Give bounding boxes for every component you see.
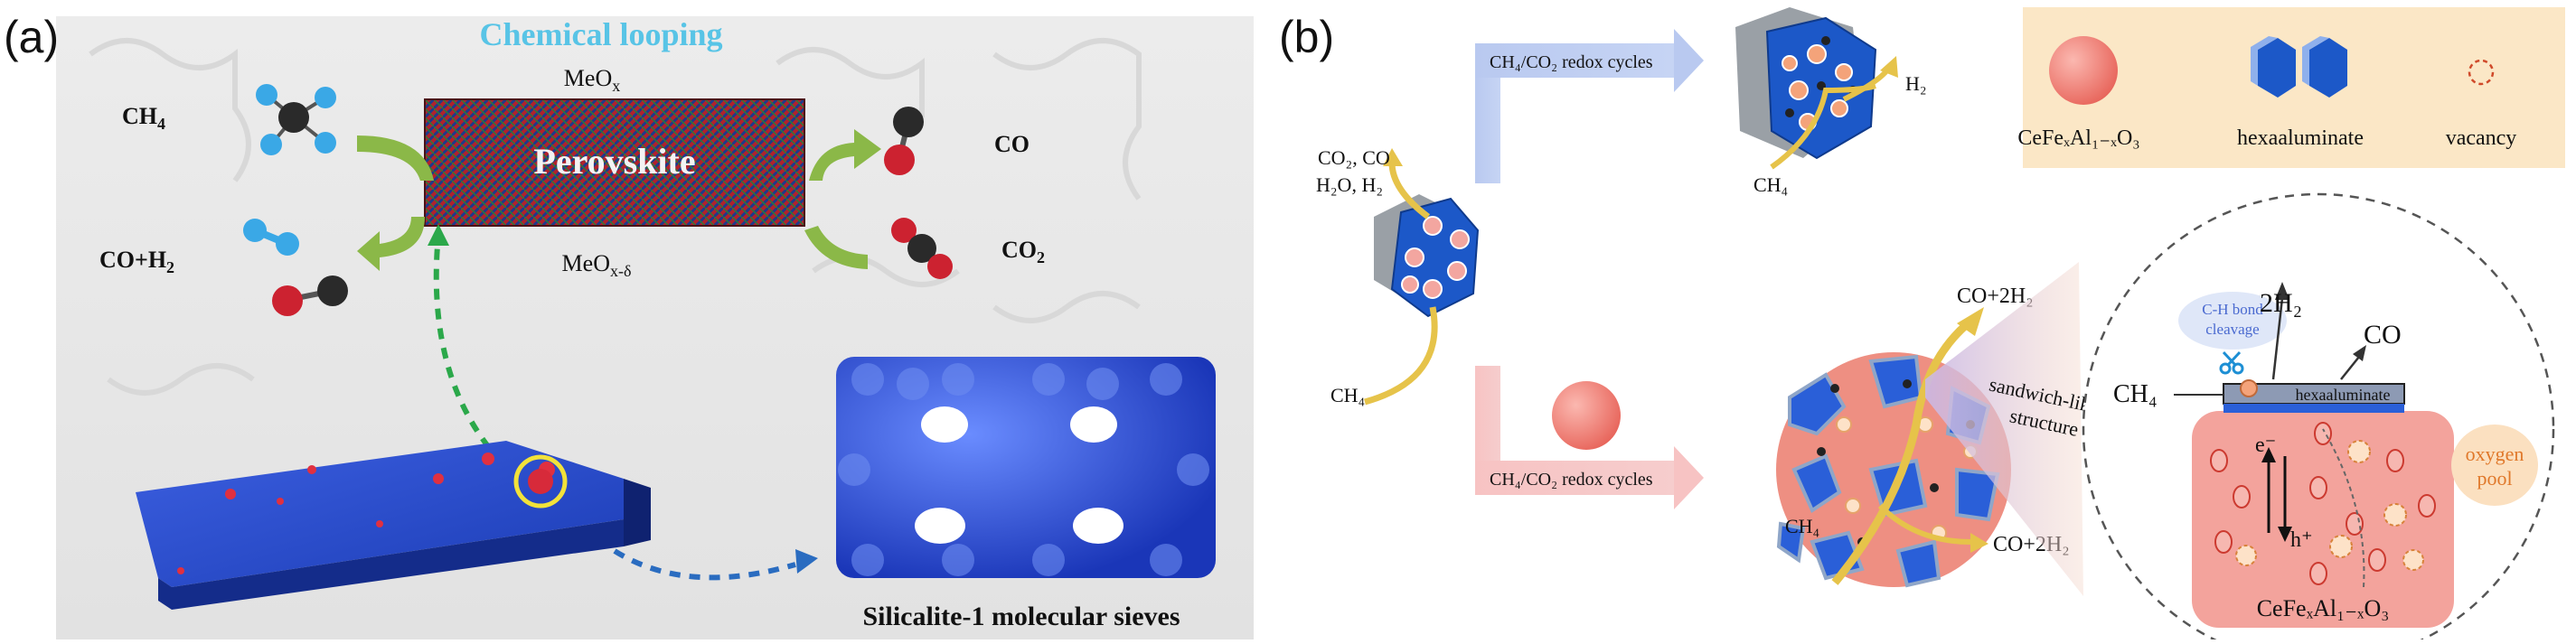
left-products-line2: H₂O, H₂ xyxy=(1316,173,1383,196)
legend-cefe-sphere-icon xyxy=(2049,36,2118,105)
legend-hexaaluminate-icon xyxy=(2251,36,2347,98)
co2-molecule-icon xyxy=(891,218,953,279)
bottom-right-product-arrow xyxy=(1877,503,1971,545)
zoom-hexa-label: hexaaluminate xyxy=(2296,386,2391,404)
top-hexaaluminate-particle xyxy=(1735,7,1877,160)
top-h2-arrowhead xyxy=(1880,56,1898,78)
zoom-co-label: CO xyxy=(2364,320,2402,350)
top-h2-label: H₂ xyxy=(1905,72,1927,95)
top-redox-arrow xyxy=(1475,29,1704,183)
bottom-top-product-arrowhead xyxy=(1957,307,1984,336)
molecular-sieve-structure xyxy=(836,357,1216,578)
co-label: CO xyxy=(994,131,1029,157)
chemical-looping-title: Chemical looping xyxy=(479,16,722,52)
zoom-formula-label: CeFeₓAl₁₋ₓO₃ xyxy=(2257,595,2390,621)
top-ch4-label: CH₄ xyxy=(1753,173,1788,196)
zoom-vacancy-markers xyxy=(2235,440,2424,571)
bottom-top-co2h2-label: CO+2H₂ xyxy=(1957,285,2034,308)
zoom-oxygen-markers xyxy=(2210,422,2436,585)
legend-vacancy-label: vacancy xyxy=(2446,126,2517,150)
bottom-cefe-sphere xyxy=(1552,381,1621,450)
green-arrow-ch4-in xyxy=(357,135,434,181)
panel-b-label: (b) xyxy=(1279,12,1335,62)
green-arrow-co2-in xyxy=(804,226,868,269)
perovskite-label: Perovskite xyxy=(533,141,695,182)
legend-cefe-label: CeFeₓAl₁₋ₓO₃ xyxy=(2017,126,2139,150)
zoom-co-arrow xyxy=(2340,356,2360,380)
zoom-e-label: e⁻ xyxy=(2255,434,2276,457)
zoom-detail-circle: hexaaluminate C-H bond cleavage CH₄ 2H₂ … xyxy=(2082,192,2555,644)
bottom-redox-arrow xyxy=(1475,366,1704,509)
zoom-2h2-label: 2H₂ xyxy=(2260,288,2302,318)
zoom-beam xyxy=(1925,262,2083,596)
green-dashed-arrowhead xyxy=(428,224,449,246)
panel-a: Chemical looping MeOx Perovskite MeOx-δ … xyxy=(0,0,1283,639)
zoom-ch-bond-label1: C-H bond xyxy=(2202,301,2263,318)
green-arrow-coh2-out xyxy=(357,217,425,271)
meox-top-label: MeOx xyxy=(564,65,620,95)
bottom-ch4-in-arrow xyxy=(1831,322,1970,585)
top-arrow-label: CH₄/CO₂ redox cycles xyxy=(1490,52,1653,72)
left-ch4-in-arrow xyxy=(1364,306,1438,406)
blue-dashed-arrowhead xyxy=(795,549,818,574)
scissors-icon xyxy=(2219,350,2244,375)
green-cycle-arrows xyxy=(357,129,881,271)
zoom-vacancy-path xyxy=(2322,428,2365,588)
zoom-ch-bond-label2: cleavage xyxy=(2205,321,2259,338)
ch4-label: CH4 xyxy=(122,103,165,133)
left-products-arrow xyxy=(1388,162,1431,219)
sieve-caption: Silicalite-1 molecular sieves xyxy=(862,602,1180,631)
left-products-line1: CO₂, CO xyxy=(1318,146,1390,169)
co-molecule-icon-left xyxy=(272,275,348,316)
highlight-circle xyxy=(513,454,568,509)
highlighted-particle xyxy=(528,469,553,494)
bottom-right-product-arrowhead xyxy=(1970,533,1988,553)
panel-a-label: (a) xyxy=(4,12,60,62)
legend-hexaaluminate-label: hexaaluminate xyxy=(2237,126,2364,150)
blue-dashed-arrow xyxy=(613,548,796,581)
legend-vacancy-icon xyxy=(2468,59,2495,86)
sieve-pores xyxy=(915,406,1123,544)
bottom-arrow-label: CH₄/CO₂ redox cycles xyxy=(1490,470,1653,490)
panel-b-graphic: CH₄/CO₂ redox cycles CH₄/CO₂ redox cycle… xyxy=(1316,7,2565,644)
zoom-ch4-label: CH₄ xyxy=(2113,380,2158,408)
bottom-ch4-label: CH₄ xyxy=(1785,515,1819,537)
green-arrow-co-out xyxy=(809,129,881,181)
legend-box: CeFeₓAl₁₋ₓO₃ hexaaluminate vacancy xyxy=(2017,7,2565,168)
zoom-oxygen-label2: pool xyxy=(2477,467,2512,490)
left-products-arrowhead xyxy=(1383,148,1403,166)
co-molecule-icon-right xyxy=(884,107,924,175)
zoom-vacancy-bead xyxy=(2240,379,2258,397)
left-ch4-label: CH₄ xyxy=(1330,384,1365,406)
meox-bottom-label: MeOx-δ xyxy=(562,250,632,280)
zoom-hexaaluminate-base xyxy=(2223,404,2404,413)
co2-label: CO2 xyxy=(1001,237,1045,266)
panel-a-graphic: Chemical looping MeOx Perovskite MeOx-δ … xyxy=(56,16,1254,639)
left-hexaaluminate-particle xyxy=(1374,194,1480,318)
perovskite-block: Perovskite xyxy=(424,98,805,227)
zoom-oxygen-label1: oxygen xyxy=(2466,443,2524,465)
zoom-2h2-arrow xyxy=(2271,297,2284,380)
silicalite-slab xyxy=(136,441,651,610)
panel-b: CH₄/CO₂ redox cycles CH₄/CO₂ redox cycle… xyxy=(1279,0,2576,644)
ch4-molecule-icon xyxy=(256,84,336,155)
green-dashed-arrow xyxy=(433,234,504,465)
h2-molecule-icon xyxy=(243,219,299,256)
zoom-h-label: h⁺ xyxy=(2290,528,2313,552)
coh2-label: CO+H2 xyxy=(99,247,174,276)
